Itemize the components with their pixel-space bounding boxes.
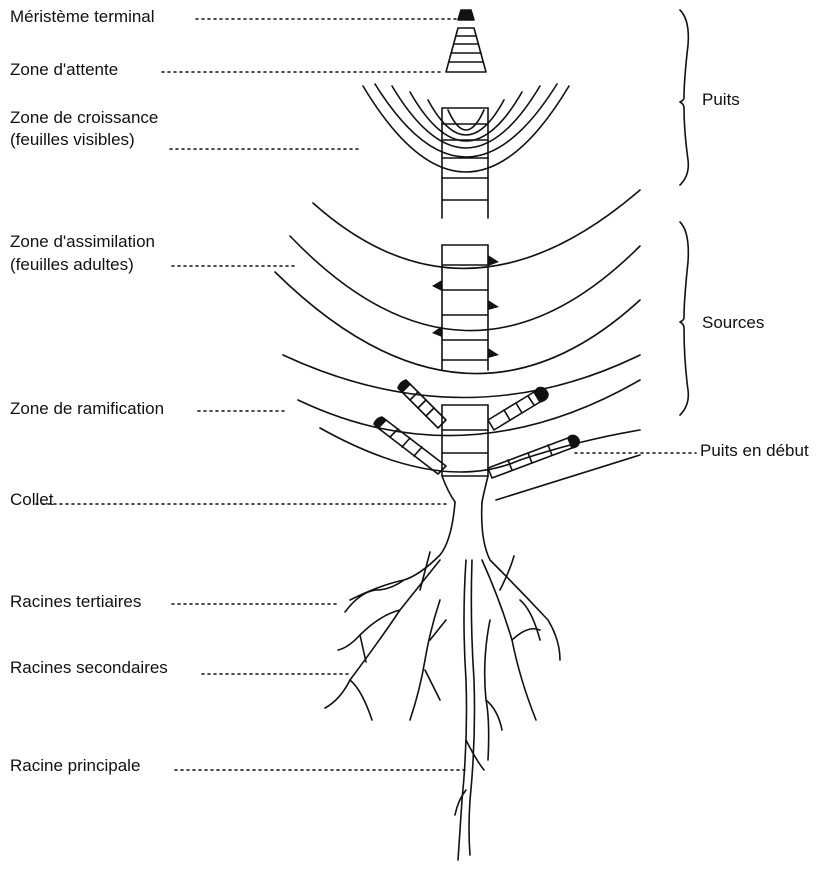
growth-zone-stem (442, 108, 488, 218)
assimilation-zone-stem (442, 245, 488, 370)
collar (442, 476, 488, 502)
branching-zone-stem (442, 405, 488, 476)
brace-sources (680, 222, 688, 415)
label-feuilles-visibles: (feuilles visibles) (10, 130, 135, 150)
label-puits: Puits (702, 90, 740, 110)
label-zone-croissance: Zone de croissance (10, 108, 158, 128)
label-racines-tertiaires: Racines tertiaires (10, 592, 141, 612)
label-sources: Sources (702, 313, 764, 333)
label-racine-principale: Racine principale (10, 756, 140, 776)
label-puits-en-debut: Puits en début (700, 441, 809, 461)
brace-puits (680, 10, 688, 185)
terminal-meristem (458, 10, 474, 20)
root-system (325, 502, 560, 860)
adult-leaves-arcs (275, 190, 640, 398)
branch-lower-right (488, 436, 579, 479)
label-zone-ramification: Zone de ramification (10, 399, 164, 419)
label-racines-secondaires: Racines secondaires (10, 658, 168, 678)
label-zone-attente: Zone d'attente (10, 60, 118, 80)
label-zone-assimilation: Zone d'assimilation (10, 232, 155, 252)
label-feuilles-adultes: (feuilles adultes) (10, 255, 134, 275)
label-collet: Collet (10, 490, 53, 510)
branch-upper-left (398, 380, 446, 428)
waiting-zone (446, 28, 486, 72)
label-meristeme-terminal: Méristème terminal (10, 7, 155, 27)
